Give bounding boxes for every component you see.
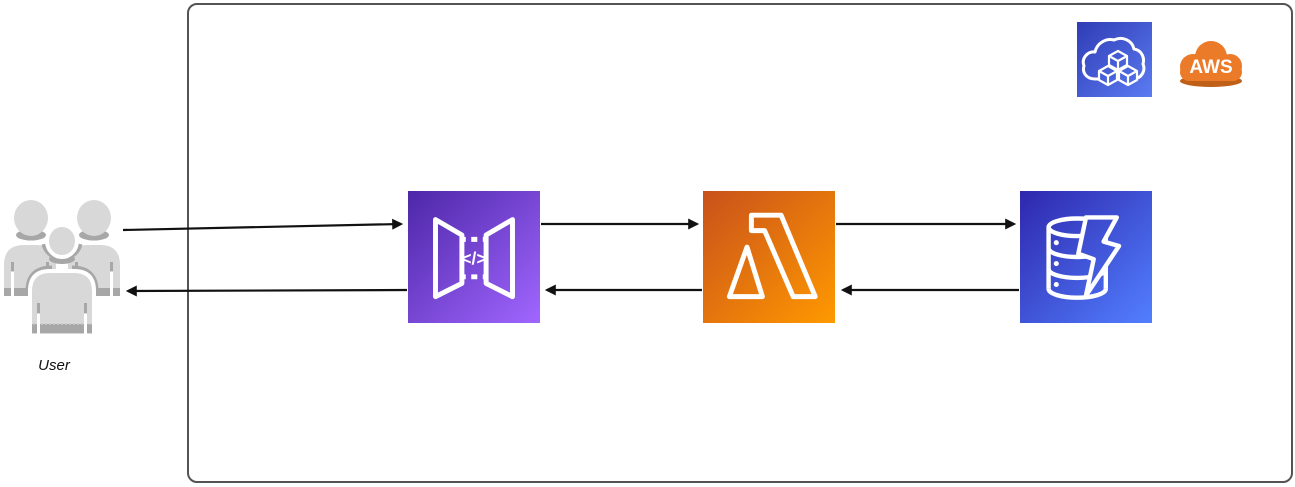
code-glyph: </> (461, 249, 486, 269)
front-person (28, 223, 96, 338)
aws-logo: AWS (1180, 41, 1242, 87)
cubes (1097, 49, 1139, 87)
dynamodb-icon (1020, 191, 1152, 323)
back-right-person (68, 200, 120, 296)
aws-logo-text: AWS (1189, 57, 1232, 78)
lambda-node (703, 191, 835, 323)
api-gateway-node: </> (408, 191, 540, 323)
dynamodb-node (1020, 191, 1152, 323)
lambda-icon (703, 191, 835, 323)
aws-cloud-icon (1077, 22, 1152, 97)
lightning-bolt (1076, 215, 1122, 298)
api-gateway-icon: </> (408, 191, 540, 323)
users-icon (4, 200, 120, 338)
user-label: User (38, 357, 70, 374)
